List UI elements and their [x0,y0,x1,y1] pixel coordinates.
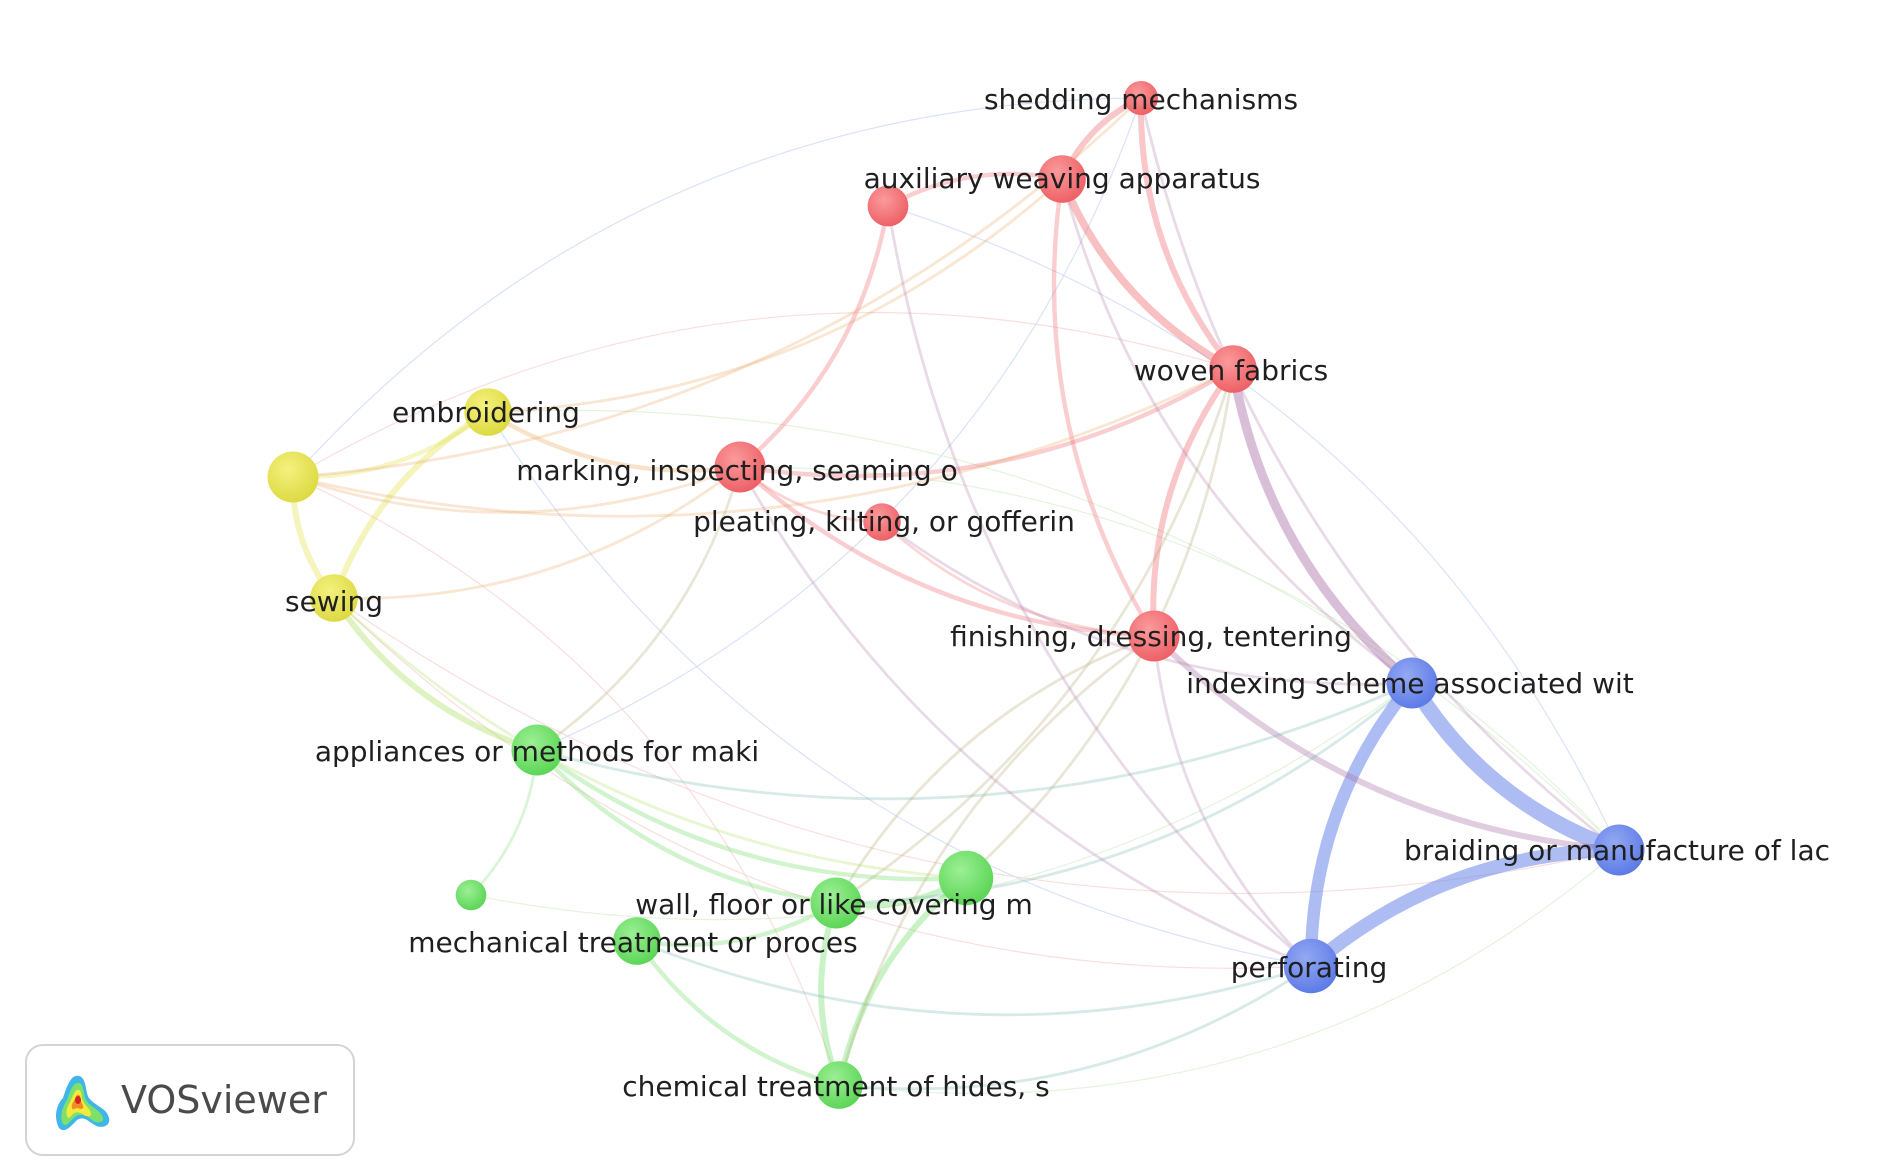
node-red_unlabeled[interactable] [867,185,909,227]
node-yellow_unlabeled[interactable] [267,451,319,503]
label-embroidering[interactable]: embroidering [392,396,580,429]
background-link [333,597,1312,969]
nodes-layer [267,81,1645,1109]
label-perforating[interactable]: perforating [1231,951,1387,984]
node-indexing[interactable] [1386,657,1438,709]
link-embroidering-auxiliary [486,177,1064,414]
link-appliances-marking [535,465,742,752]
link-yellow_unlabeled-embroidering [290,409,491,480]
vosviewer-logo-text: VOSviewer [121,1078,327,1122]
link-auxiliary-finishing [1051,176,1157,639]
link-braiding-perforating [1304,843,1626,973]
node-auxiliary[interactable] [1038,155,1086,203]
node-chemical[interactable] [815,1061,863,1109]
link-woven-indexing [1228,364,1417,688]
link-marking-finishing [737,464,1157,639]
link-indexing-perforating [1304,676,1419,973]
label-auxiliary[interactable]: auxiliary weaving apparatus [864,162,1261,195]
node-braiding[interactable] [1593,824,1645,876]
link-auxiliary-indexing [1060,177,1414,685]
link-sewing-appliances [331,595,540,753]
link-wall-indexing [834,681,1414,905]
link-embroidering-marking [485,409,743,473]
link-indexing-braiding [1404,675,1627,858]
link-green_unlabeled-chemical [836,875,969,1088]
link-mechanical-perforating [635,939,1313,1017]
link-wall-woven [834,367,1235,905]
link-sewing-green_unlabeled [332,596,968,880]
background-link [739,466,1620,851]
node-green_small[interactable] [455,879,487,911]
link-mechanical-chemical [634,938,842,1088]
link-auxiliary-woven [1058,175,1237,373]
link-finishing-braiding [1151,633,1622,853]
link-marking-woven [737,366,1236,479]
vosviewer-logo-icon [56,1075,110,1131]
links-layer [289,95,1627,1095]
node-finishing[interactable] [1128,610,1180,662]
background-link [292,311,1234,478]
background-link [292,97,1142,478]
link-mechanical-wall [634,900,839,948]
node-marking[interactable] [714,441,766,493]
link-appliances-green_unlabeled [534,747,969,882]
link-finishing-perforating [1152,634,1313,968]
background-link [487,411,1312,967]
link-finishing-chemical [837,634,1156,1087]
label-wall[interactable]: wall, floor or like covering m [635,888,1032,921]
label-pleating[interactable]: pleating, kilting, or gofferin [693,505,1075,538]
label-woven[interactable]: woven fabrics [1134,354,1329,387]
node-mechanical[interactable] [613,917,661,965]
node-appliances[interactable] [511,724,563,776]
link-marking-perforating [738,465,1313,968]
background-link [292,476,840,1086]
label-appliances[interactable]: appliances or methods for maki [315,735,759,768]
background-link [487,409,1620,851]
link-finishing-wall [834,634,1156,905]
link-red_unlabeled-perforating [886,204,1313,968]
labels-layer: shedding mechanisms auxiliary weaving app… [285,83,1830,1103]
link-yellow_unlabeled-marking [291,465,742,514]
label-mechanical[interactable]: mechanical treatment or proces [408,926,857,959]
node-shedding[interactable] [1124,81,1158,115]
link-yellow_unlabeled-shedding [291,96,1143,479]
background-link [887,205,1620,851]
link-pleating-finishing [880,520,1156,638]
link-sewing-marking [332,465,742,600]
link-marking-red_unlabeled [737,203,891,470]
link-woven-finishing [1150,366,1236,639]
label-shedding[interactable]: shedding mechanisms [984,83,1298,116]
link-chemical-perforating [837,964,1313,1091]
node-woven[interactable] [1209,345,1257,393]
node-sewing[interactable] [310,574,358,622]
vosviewer-logo-box: VOSviewer [25,1044,355,1156]
link-shedding-braiding [1139,96,1621,852]
node-green_unlabeled[interactable] [938,850,994,906]
node-wall[interactable] [810,877,862,929]
link-pleating-indexing [880,520,1414,686]
link-yellow_unlabeled-woven [291,367,1235,518]
link-appliances-wall [534,747,839,906]
node-pleating[interactable] [863,503,901,541]
label-marking[interactable]: marking, inspecting, seaming o [516,454,957,487]
background-link [838,849,1620,1095]
label-indexing[interactable]: indexing scheme associated wit [1186,667,1634,700]
link-shedding-woven [1137,95,1236,372]
label-chemical[interactable]: chemical treatment of hides, s [622,1070,1049,1103]
background-link [536,97,1142,751]
node-embroidering[interactable] [464,388,512,436]
node-perforating[interactable] [1283,938,1339,994]
label-finishing[interactable]: finishing, dressing, tentering [950,620,1352,653]
link-embroidering-sewing [331,409,491,601]
label-braiding[interactable]: braiding or manufacture of lac [1404,834,1830,867]
link-appliances-indexing [535,681,1414,801]
label-sewing[interactable]: sewing [285,585,383,618]
